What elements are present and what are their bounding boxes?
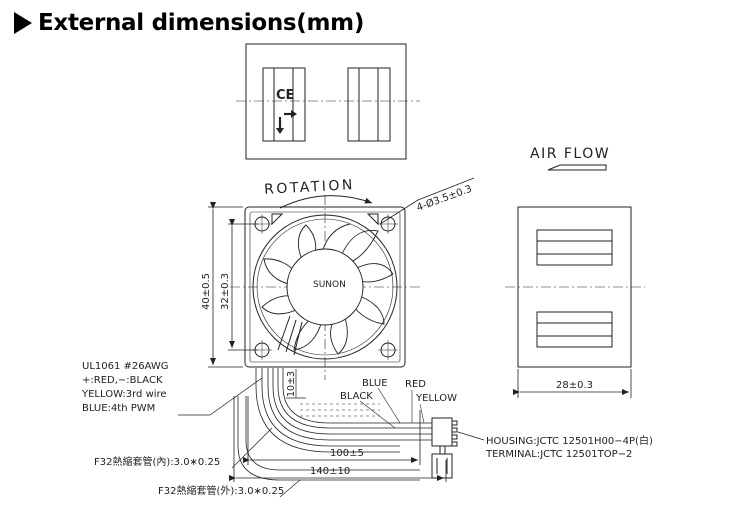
wire-label-leaders xyxy=(359,387,425,429)
triangle-bullet-icon xyxy=(14,12,32,34)
sleeve-outer-label: F32熱縮套管(外):3.0∗0.25 xyxy=(158,484,284,497)
wire-note-2: +:RED,−:BLACK xyxy=(82,375,163,386)
wire-note-4: BLUE:4th PWM xyxy=(82,403,155,414)
side-slot-bottom xyxy=(536,311,613,348)
page-title: External dimensions(mm) xyxy=(38,10,365,36)
top-view-outline xyxy=(245,43,407,160)
lead-wires xyxy=(237,368,432,481)
top-label-panel-left xyxy=(262,67,306,142)
wire-label-red: RED xyxy=(405,379,426,390)
height-dimensions xyxy=(208,202,258,368)
height-outer-label: 40±0.5 xyxy=(201,273,212,310)
section-header: External dimensions(mm) xyxy=(14,6,364,40)
fan-hub xyxy=(286,248,364,326)
hole-dim-label: 4-Ø3.5±0.3 xyxy=(415,183,474,214)
wire-note-1: UL1061 #26AWG xyxy=(82,361,169,372)
terminal-spec: TERMINAL:JCTC 12501TOP−2 xyxy=(485,449,632,460)
connector-housing xyxy=(431,417,458,479)
airflow-arrow-icon xyxy=(547,164,607,171)
wire-label-black: BLACK xyxy=(340,391,373,402)
height-inner-label: 32±0.3 xyxy=(220,273,231,310)
airflow-rotation-arrows-icon xyxy=(276,110,297,134)
length-140-label: 140±10 xyxy=(310,466,350,477)
side-slot-top xyxy=(536,229,613,266)
wire-label-blue: BLUE xyxy=(362,378,388,389)
hole-dimension: 4-Ø3.5±0.3 xyxy=(379,177,475,225)
rotation-arrow-icon xyxy=(279,195,373,209)
top-view xyxy=(236,43,420,160)
ce-mark-icon: CE xyxy=(276,88,294,103)
fan-blades xyxy=(261,223,394,355)
rotation-indicator: ROTATION xyxy=(264,177,373,209)
front-view xyxy=(230,195,420,380)
rotation-label: ROTATION xyxy=(264,177,356,198)
length-dimensions xyxy=(229,396,447,482)
sleeve-inner-label: F32熱縮套管(內):3.0∗0.25 xyxy=(94,455,220,468)
housing-spec: HOUSING:JCTC 12501H00−4P(白) xyxy=(486,434,653,447)
ce-mark: CE xyxy=(276,88,294,103)
side-width-label: 28±0.3 xyxy=(556,380,593,391)
airflow-label: AIR FLOW xyxy=(530,146,610,162)
wire-note-3: YELLOW:3rd wire xyxy=(81,389,167,400)
lead-dimension xyxy=(286,369,306,399)
side-view xyxy=(505,206,645,398)
length-100-label: 100±5 xyxy=(330,448,364,459)
wire-label-yellow: YELLOW xyxy=(415,393,457,404)
lead-dim-label: 10±3 xyxy=(286,371,297,397)
wire-notes: UL1061 #26AWG +:RED,−:BLACK YELLOW:3rd w… xyxy=(81,361,263,416)
fan-venturi xyxy=(252,214,398,360)
brand-label: SUNON xyxy=(313,280,346,290)
top-label-panel-right xyxy=(347,67,391,142)
